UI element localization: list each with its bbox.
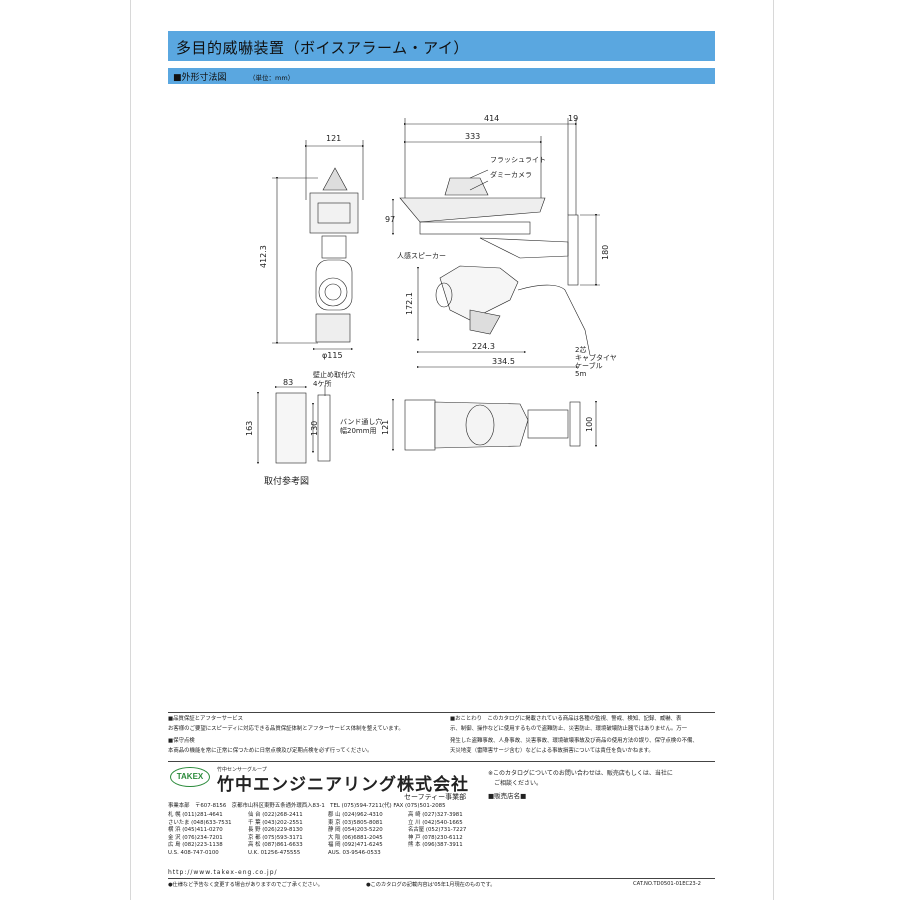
label-cable4: 5m xyxy=(575,370,586,378)
dim-bracket: 19 xyxy=(568,114,578,123)
label-band1: バンド通し穴 xyxy=(340,417,382,426)
note-left-2: お客様のご要望にスピーディに対応できる品質保証体制とアフターサービス体制を整えて… xyxy=(168,726,404,732)
divider-mid xyxy=(168,761,715,762)
catalog-number: CAT.NO.TD0501-01EC23-2 xyxy=(633,881,701,887)
takex-logo: TAKEX xyxy=(170,767,210,787)
label-cable2: キャブタイヤ xyxy=(575,353,617,362)
dim-body: 333 xyxy=(465,132,480,141)
note-right-4: 天災地変（雷障害サージ含む）などによる事故損害については責任を負いかねます。 xyxy=(450,748,654,754)
dim-mount-h: 163 xyxy=(245,421,254,436)
section-title: ■外形寸法図 xyxy=(173,73,227,83)
dim-d1: 224.3 xyxy=(472,342,495,351)
dim-height-top: 97 xyxy=(385,215,395,224)
dim-total: 414 xyxy=(484,114,499,123)
dim-height-speaker: 172.1 xyxy=(405,292,414,315)
dim-mount-h2: 130 xyxy=(310,421,319,436)
note-right-2: 示、制御、操作などに使用するもので盗難防止、災害防止、環境破壊防止器ではありませ… xyxy=(450,726,688,732)
note-left-3: ■保守点検 xyxy=(168,738,195,744)
title-bar: 多目的威嚇装置（ボイスアラーム・アイ） xyxy=(168,31,715,61)
dim-bottom-h: 100 xyxy=(585,417,594,432)
label-cable3: ケーブル xyxy=(575,361,603,370)
figure-caption: 取付参考図 xyxy=(264,477,310,487)
label-speaker: 人感スピーカー xyxy=(397,251,446,260)
page-title: 多目的威嚇装置（ボイスアラーム・アイ） xyxy=(176,39,469,57)
label-flash: フラッシュライト xyxy=(490,156,546,164)
unit-label: （単位：mm） xyxy=(249,74,295,82)
catalog-page xyxy=(130,0,774,900)
note-left-1: ■品質保証とアフターサービス xyxy=(168,716,244,722)
inquiry-text: ※このカタログについてのお問い合わせは、販売店もしくは、当社に xyxy=(488,770,673,777)
divider-bottom xyxy=(168,878,715,879)
hq-address: 事業本部 〒607-8156 京都市山科区東野五条通外環西入83-1 TEL (… xyxy=(168,803,446,809)
website-link[interactable]: http://www.takex-eng.co.jp/ xyxy=(168,869,278,876)
dim-bottom-w: 121 xyxy=(381,420,390,435)
dim-bracket-h: 180 xyxy=(601,245,610,260)
group-name: 竹中センサーグループ xyxy=(217,767,267,773)
label-band2: 幅20mm用 xyxy=(340,426,377,435)
dim-diameter: φ115 xyxy=(322,351,343,360)
dim-front-height: 412.3 xyxy=(259,245,268,268)
department: セーフティー事業部 xyxy=(404,793,467,801)
section-bar: ■外形寸法図 （単位：mm） xyxy=(168,68,715,84)
label-dummy: ダミーカメラ xyxy=(490,170,532,179)
note-left-4: 本商品の機能を常に正常に保つために日常点検及び定期点検を必ず行ってください。 xyxy=(168,748,373,754)
dim-front-width: 121 xyxy=(326,134,341,143)
dim-mount-w: 83 xyxy=(283,378,293,387)
dim-d2: 334.5 xyxy=(492,357,515,366)
note-right-1: ■おことわり このカタログに掲載されている商品は各種の監視、警戒、検知、記録、威… xyxy=(450,716,682,722)
company-name: 竹中エンジニアリング株式会社 xyxy=(217,775,469,795)
label-cable1: 2芯 xyxy=(575,345,586,354)
label-hole1: 壁止め取付穴 xyxy=(313,370,355,379)
footer-spec-note: ●仕様など予告なく変更する場合がありますのでご了承ください。 xyxy=(168,882,323,888)
note-right-3: 発生した盗難事故、人身事故、災害事故、環境破壊事故及び商品の使用方法の誤り、保守… xyxy=(450,738,698,744)
footer-date-note: ●このカタログの記載内容は'05年1月現在のものです。 xyxy=(366,882,496,888)
inquiry-text-2: ご相談ください。 xyxy=(494,780,543,787)
dealer-label: ■販売店名■ xyxy=(488,792,527,800)
label-hole2: 4ケ所 xyxy=(313,379,331,388)
divider-top xyxy=(168,712,715,713)
